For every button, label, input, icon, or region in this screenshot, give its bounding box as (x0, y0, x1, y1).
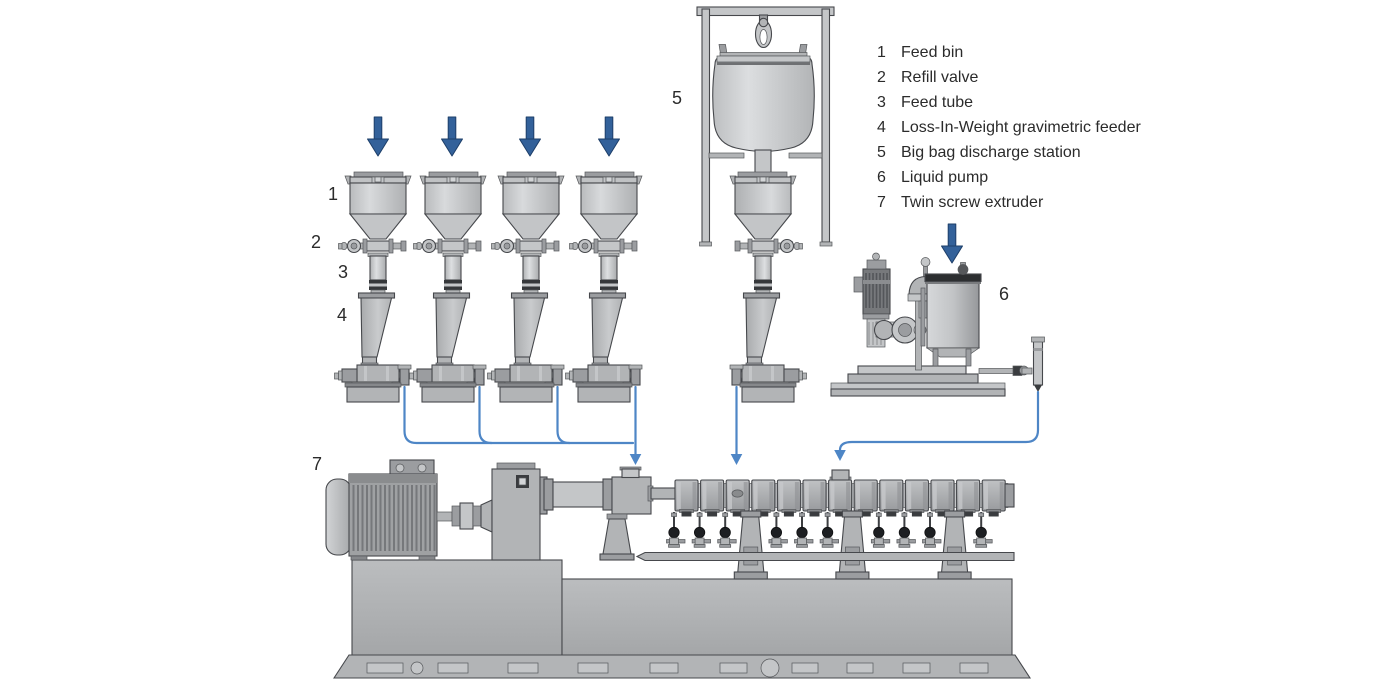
gravimetric-feeders (335, 172, 643, 402)
flow-line-feeder-3 (556, 385, 571, 445)
liquid-pump (830, 252, 1045, 397)
label-feed-bin: 1 (328, 184, 338, 204)
bag-frame-right-post (821, 8, 831, 243)
feeder-unit-4 (566, 172, 643, 402)
legend-item-liquid-pump: 6 Liquid pump (877, 165, 1141, 190)
vent-port (731, 489, 744, 498)
label-feed-tube: 3 (338, 262, 348, 282)
legend-item-big-bag-station: 5 Big bag discharge station (877, 140, 1141, 165)
feed-port-main (621, 468, 640, 479)
feed-port-liquid (831, 469, 850, 481)
label-twin-screw-extruder: 7 (312, 454, 322, 474)
pump-head (873, 316, 927, 344)
legend-num: 5 (877, 144, 886, 161)
legend: 1 Feed bin 2 Refill valve 3 Feed tube 4 … (877, 40, 1141, 215)
feed-arrow-4 (598, 116, 620, 157)
feeder-unit-2 (410, 172, 487, 402)
injection-line (978, 336, 1045, 392)
legend-item-refill-valve: 2 Refill valve (877, 65, 1141, 90)
label-liquid-pump: 6 (999, 284, 1009, 304)
legend-num: 1 (877, 44, 886, 61)
barrel-valves (666, 511, 993, 548)
legend-label: Twin screw extruder (901, 194, 1044, 211)
flow-line-liquid-pump (838, 390, 1040, 453)
pedestal-1 (733, 510, 768, 580)
big-bag-discharge-station (696, 6, 835, 403)
label-liw-feeder: 4 (337, 305, 347, 325)
legend-num: 4 (877, 119, 886, 136)
pedestal-2 (835, 510, 870, 580)
legend-label: Refill valve (901, 69, 979, 86)
flow-arrowheads (629, 450, 846, 465)
liquid-tank (920, 262, 982, 367)
bag-hanger-shackle (754, 14, 773, 49)
liquid-feed-arrow (941, 223, 963, 264)
valve-rail (635, 551, 1015, 562)
extruder-front-barrel (543, 466, 676, 515)
gearbox (491, 462, 548, 561)
bag-station-feeder (729, 171, 808, 403)
legend-item-twin-screw-extruder: 7 Twin screw extruder (877, 190, 1141, 215)
legend-num: 3 (877, 94, 886, 111)
bag-outlet-neck (754, 149, 772, 174)
component-labels: 1 2 3 4 5 6 7 (311, 88, 1009, 474)
feed-arrow-2 (441, 116, 463, 157)
flow-line-feeder-2 (478, 385, 493, 445)
label-refill-valve: 2 (311, 232, 321, 252)
feed-arrow-1 (367, 116, 389, 157)
twin-screw-extruder (325, 459, 1032, 679)
label-big-bag-station: 5 (672, 88, 682, 108)
feed-arrow-3 (519, 116, 541, 157)
legend-label: Feed bin (901, 44, 964, 61)
pedestal-3 (937, 510, 972, 580)
big-bag (712, 55, 815, 153)
legend-item-feed-tube: 3 Feed tube (877, 90, 1141, 115)
legend-item-liw-feeder: 4 Loss-In-Weight gravimetric feeder (877, 115, 1141, 140)
legend-label: Liquid pump (901, 169, 989, 186)
bag-frame-top-beam (696, 6, 835, 17)
extruder-plinth (351, 559, 563, 657)
legend-label: Big bag discharge station (901, 144, 1081, 161)
flow-line-feeder-1 (403, 385, 635, 445)
legend-label: Loss-In-Weight gravimetric feeder (901, 119, 1141, 136)
bag-frame-left-post (701, 8, 711, 243)
base-skirt-slots (366, 658, 989, 678)
feeder-unit-3 (488, 172, 565, 402)
feeder-unit-1 (335, 172, 412, 402)
motor-coupling (436, 499, 493, 533)
material-flow-lines (403, 385, 1040, 457)
legend-num: 6 (877, 169, 886, 186)
pump-motor (853, 252, 891, 348)
front-pedestal (599, 513, 635, 561)
barrel-segments (674, 469, 1015, 518)
legend-num: 2 (877, 69, 886, 86)
extruder-motor (325, 459, 438, 561)
legend-num: 7 (877, 194, 886, 211)
legend-item-feed-bin: 1 Feed bin (877, 40, 1141, 65)
extruder-base (561, 578, 1013, 657)
legend-label: Feed tube (901, 94, 974, 111)
